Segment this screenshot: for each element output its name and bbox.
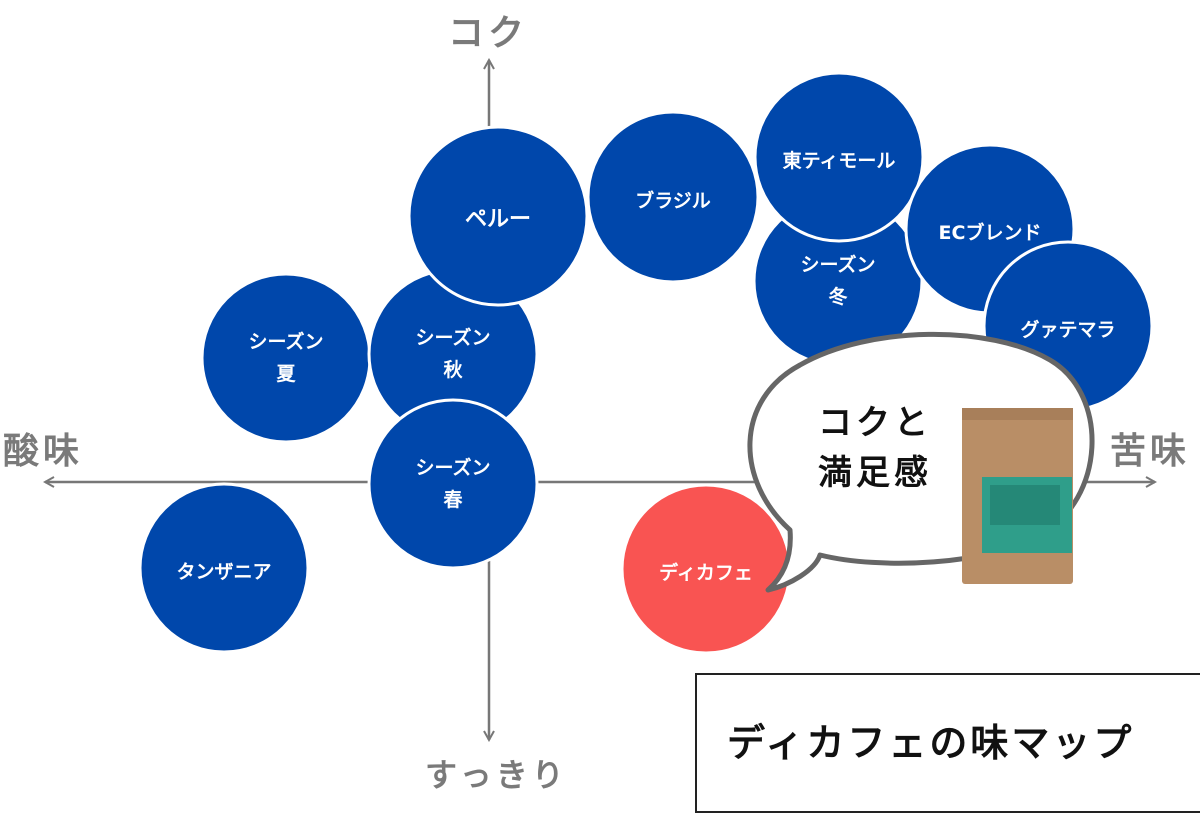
bean-name: ペルー (464, 207, 531, 232)
bean-decaf-label: ディカフェ (626, 557, 786, 589)
map-title: ディカフェの味マップ (727, 721, 1135, 765)
bean-east-timor-label: 東ティモール (759, 145, 919, 177)
bean-name-line2: 夏 (276, 363, 296, 385)
axis-label-bottom: すっきり (425, 756, 568, 794)
bean-name: シーズン (800, 254, 876, 276)
title-box (695, 673, 1200, 813)
bean-name: ブラジル (635, 190, 711, 212)
bean-east-timor-circle (753, 71, 925, 243)
bean-name: タンザニア (176, 561, 272, 583)
bubble-line-2: 満足感 (818, 453, 932, 493)
bean-season-winter-label: シーズン冬 (758, 249, 918, 313)
bean-peru-label: ペルー (418, 204, 578, 236)
coffee-bag-image (962, 408, 1073, 584)
bubble-line-1: コクと (818, 403, 932, 443)
bubble-text: コクと 満足感 (800, 398, 950, 498)
bean-name: シーズン (415, 327, 491, 349)
bean-name: シーズン (248, 331, 324, 353)
bean-name-line2: 春 (443, 489, 463, 511)
bean-brazil-circle (586, 110, 760, 284)
bean-ec-blend-label: ECブレンド (910, 217, 1070, 249)
bean-brazil-label: ブラジル (593, 185, 753, 217)
axis-label-right: 苦味 (1110, 431, 1191, 472)
bean-name: ディカフェ (659, 562, 753, 584)
bean-season-summer-label: シーズン夏 (206, 326, 366, 390)
bean-season-autumn-label: シーズン秋 (373, 322, 533, 386)
bean-season-spring-label: シーズン春 (373, 452, 533, 516)
bean-name: シーズン (415, 457, 491, 479)
bean-tanzania-circle (138, 482, 310, 654)
bean-name: 東ティモール (782, 150, 896, 172)
bean-tanzania-label: タンザニア (144, 556, 304, 588)
axis-label-top: コク (448, 13, 529, 54)
bean-peru-circle (407, 125, 589, 307)
bean-name-line2: 秋 (443, 359, 463, 381)
axis-label-left: 酸味 (3, 431, 84, 472)
bean-season-spring-circle (367, 398, 539, 570)
bean-name: グァテマラ (1020, 319, 1116, 341)
bean-guatemala-label: グァテマラ (988, 314, 1148, 346)
bean-name: ECブレンド (938, 222, 1042, 244)
bean-name-line2: 冬 (828, 286, 848, 308)
